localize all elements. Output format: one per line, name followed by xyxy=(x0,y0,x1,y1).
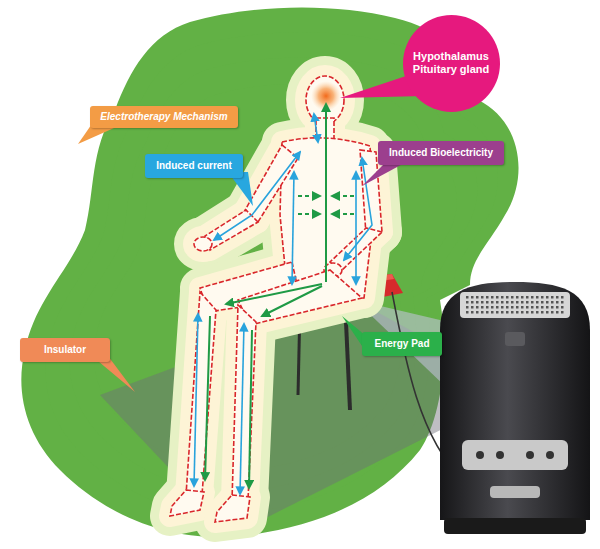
device-knob xyxy=(526,451,534,459)
gland-label: Hypothalamus Pituitary gland xyxy=(409,50,493,76)
bioelectric-arrow xyxy=(298,195,320,197)
callout-label: Electrotherapy Mechanism xyxy=(100,111,227,123)
callout-box: Induced current xyxy=(145,154,243,178)
device-panel xyxy=(462,440,568,470)
bioelectric-arrow xyxy=(205,316,210,480)
callout-box: Insulator xyxy=(20,338,110,362)
bioelectric-arrow xyxy=(332,195,354,197)
current-arrow xyxy=(314,114,318,142)
device-panel xyxy=(460,292,570,318)
figure-halo xyxy=(170,76,382,522)
human-figure xyxy=(170,76,382,522)
callout-box: Induced Bioelectricity xyxy=(378,141,504,165)
device-base xyxy=(444,518,586,534)
callout-circle-fill xyxy=(403,15,500,112)
device-knob xyxy=(546,451,554,459)
callout-circle: Hypothalamus Pituitary gland xyxy=(403,15,500,112)
device-body xyxy=(440,282,590,520)
current-arrow xyxy=(344,158,372,260)
device-knob xyxy=(496,451,504,459)
device-plate xyxy=(490,486,540,498)
current-arrow xyxy=(194,314,198,486)
current-arrow xyxy=(355,172,357,284)
callout-box: Energy Pad xyxy=(362,332,442,356)
callout-box: Electrotherapy Mechanism xyxy=(90,106,238,128)
device-slot xyxy=(505,332,525,346)
bioelectric-arrow xyxy=(325,104,327,282)
callout-label: Energy Pad xyxy=(374,338,429,350)
bioelectric-arrow xyxy=(249,330,252,488)
figure-halo xyxy=(170,76,382,522)
current-arrow xyxy=(240,324,244,494)
callout-label: Insulator xyxy=(44,344,86,356)
bioelectric-arrow xyxy=(298,213,320,215)
callout-label: Induced current xyxy=(156,160,232,172)
callout-label: Induced Bioelectricity xyxy=(389,147,493,159)
device-buttons xyxy=(464,295,566,315)
current-arrow xyxy=(292,172,294,284)
device-knob xyxy=(476,451,484,459)
bioelectric-arrow xyxy=(332,213,354,215)
bioelectric-arrow xyxy=(262,286,322,316)
